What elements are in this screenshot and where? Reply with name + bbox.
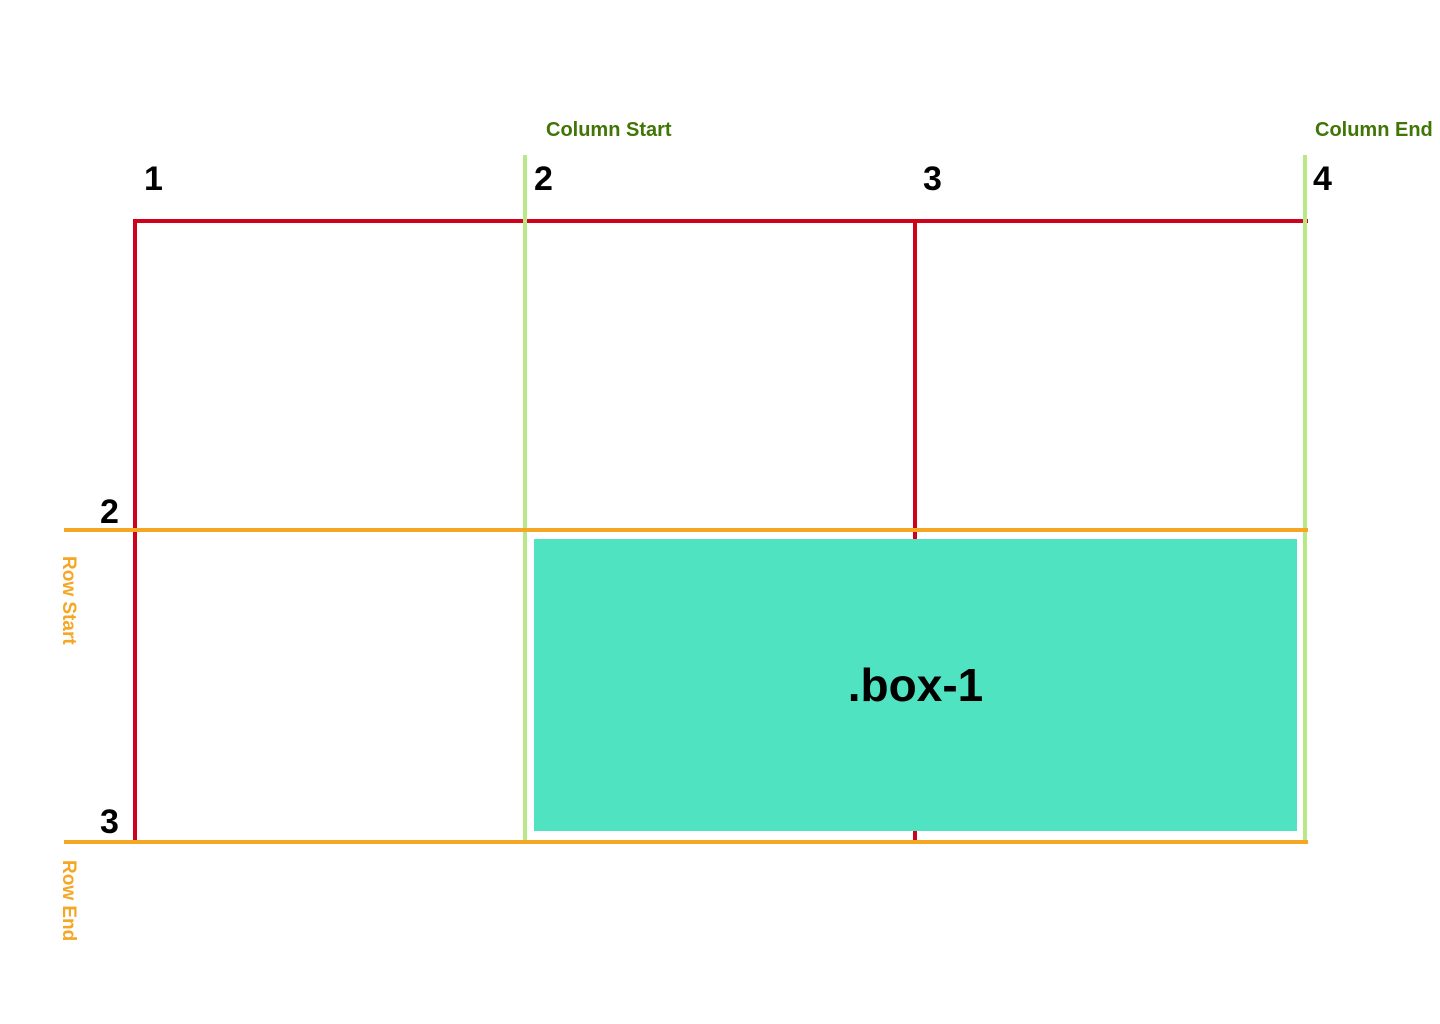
- column-end-label: Column End: [1315, 119, 1433, 141]
- column-line-number-4: 4: [1313, 160, 1332, 198]
- grid-line-row-1: [133, 219, 1308, 223]
- column-start-label: Column Start: [546, 119, 672, 141]
- row-line-number-3: 3: [100, 803, 119, 841]
- row-line-number-2: 2: [100, 493, 119, 531]
- column-line-number-1: 1: [144, 160, 163, 198]
- grid-item-box-1: .box-1: [534, 539, 1297, 831]
- row-start-line: [64, 528, 1308, 532]
- column-line-number-2: 2: [534, 160, 553, 198]
- column-line-number-3: 3: [923, 160, 942, 198]
- column-end-line: [1303, 155, 1307, 843]
- row-end-line: [64, 840, 1308, 844]
- column-start-line: [523, 155, 527, 843]
- box-label: .box-1: [847, 659, 984, 711]
- row-end-label: Row End: [58, 860, 79, 942]
- row-start-label: Row Start: [58, 556, 79, 645]
